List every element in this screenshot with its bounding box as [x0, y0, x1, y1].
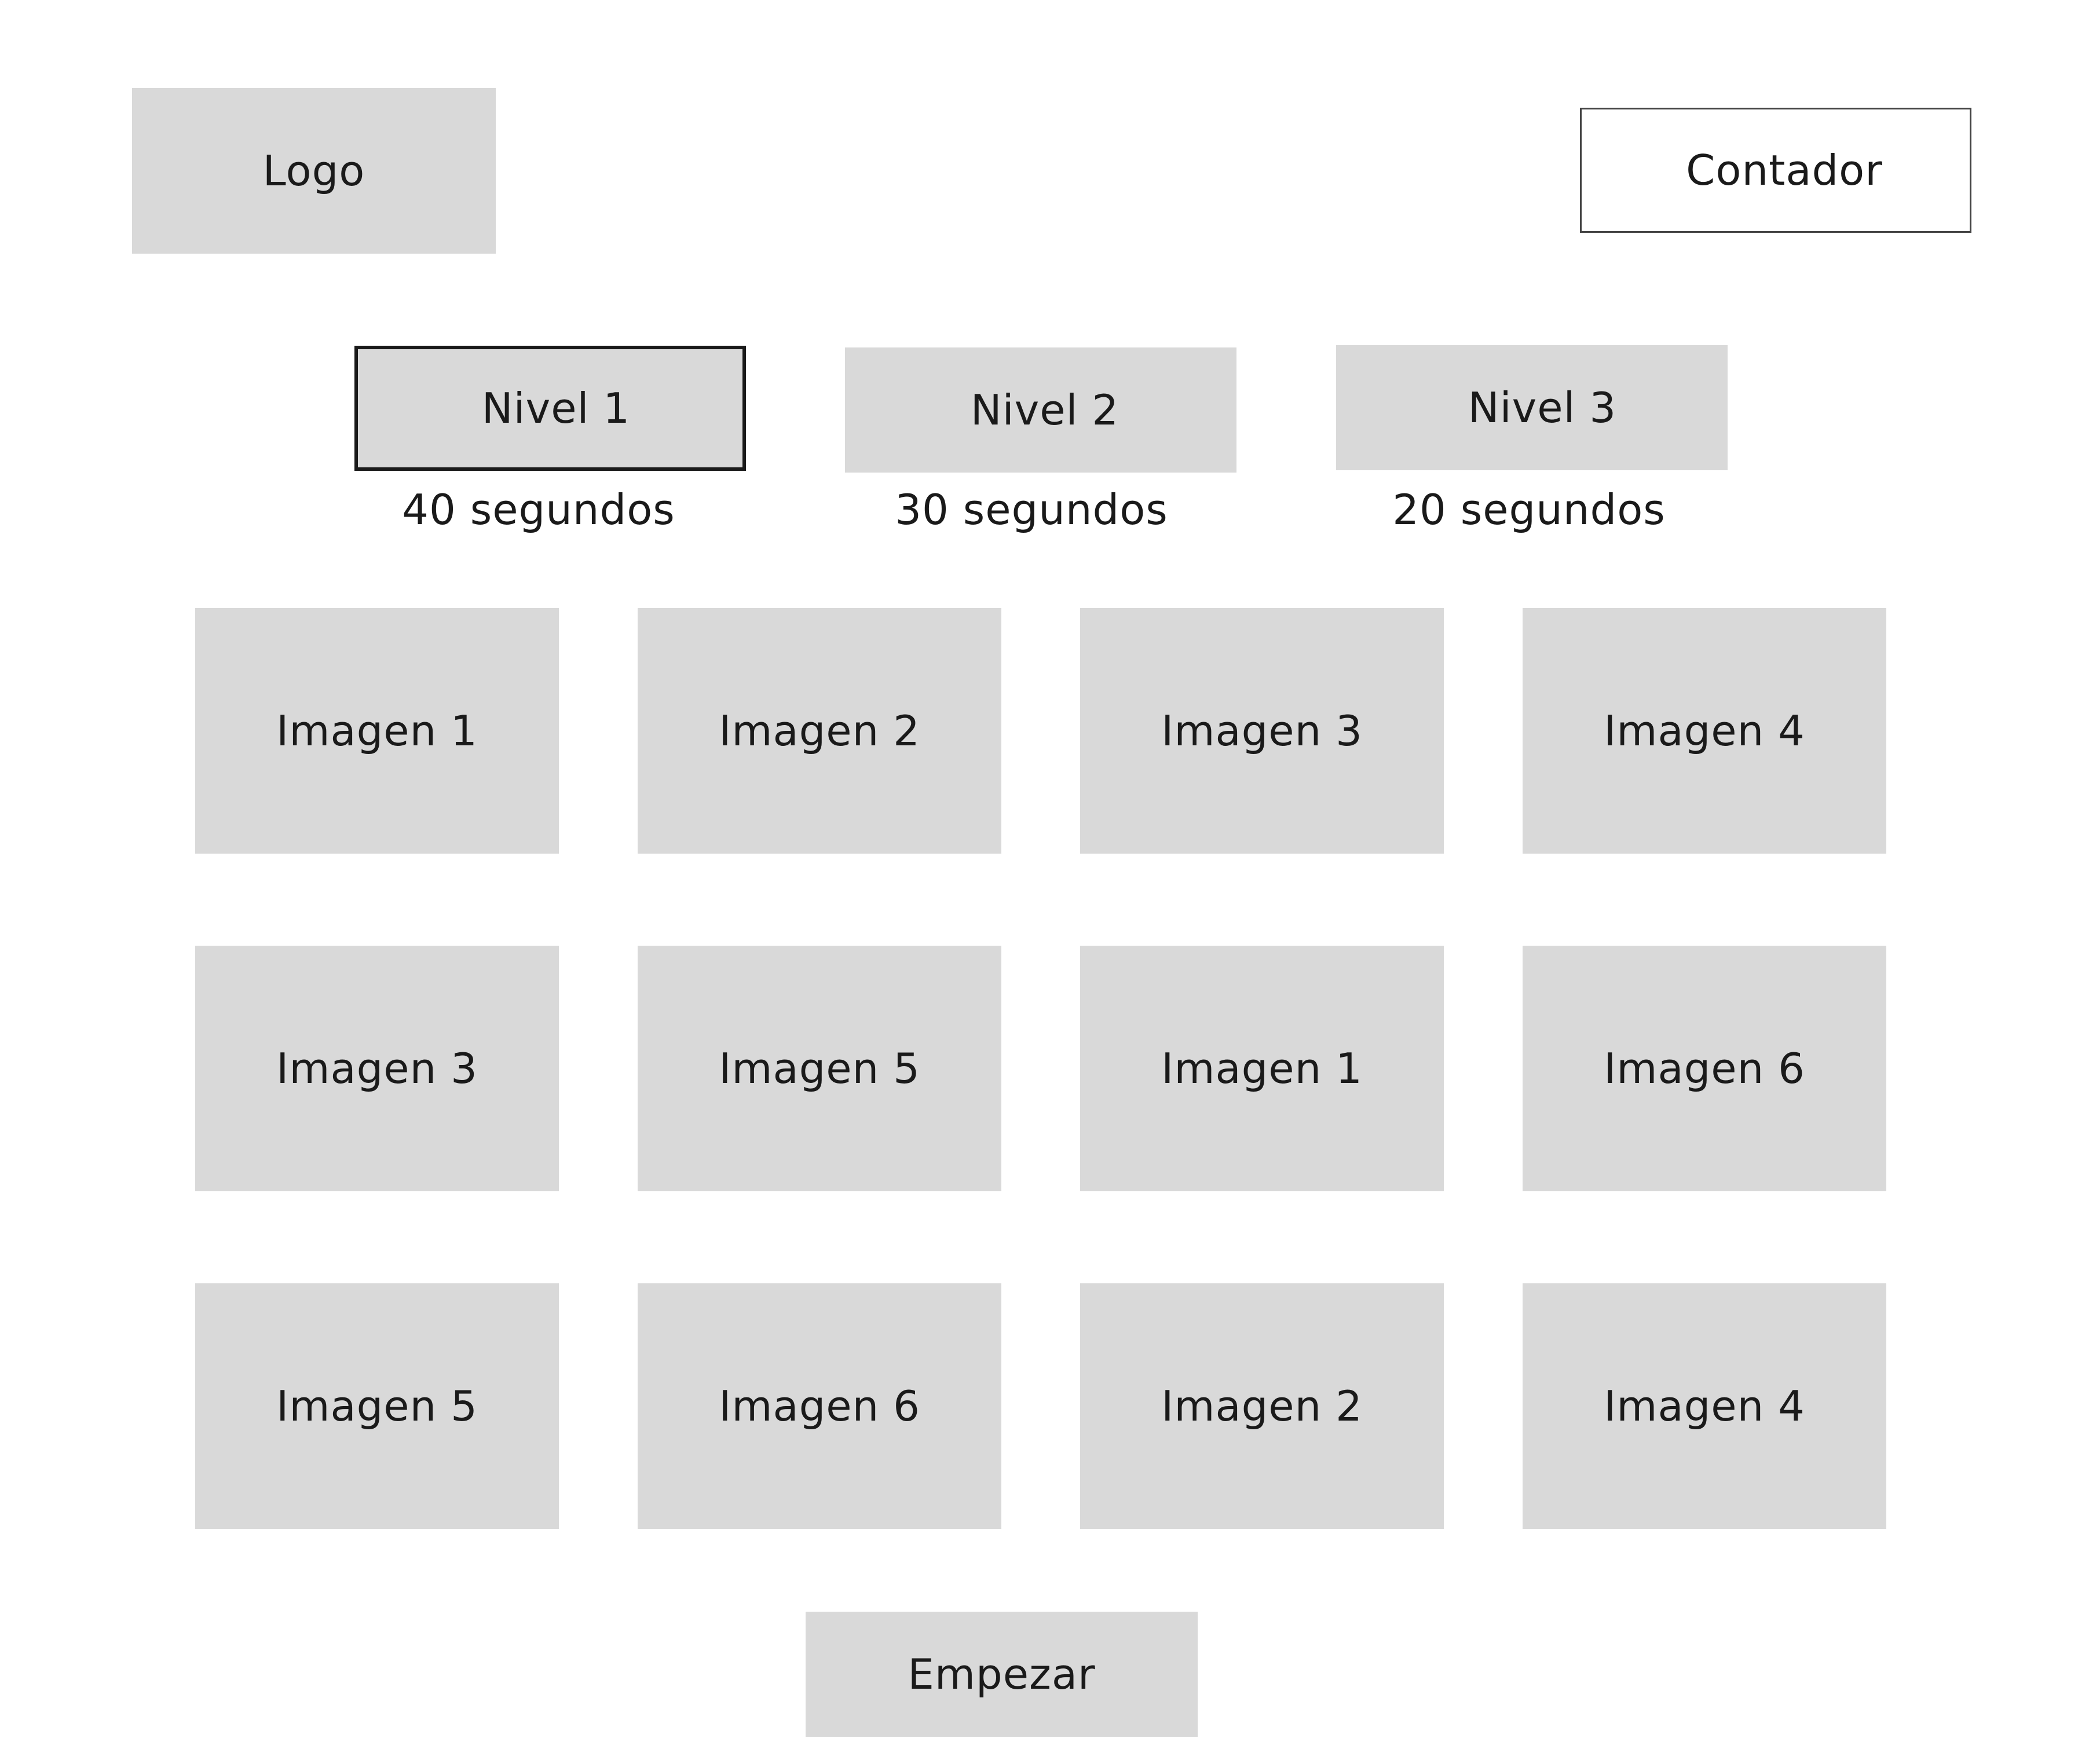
level-2-button[interactable]: Nivel 2 [845, 347, 1236, 473]
counter-display: Contador [1580, 108, 1971, 233]
image-tile[interactable]: Imagen 2 [638, 608, 1001, 854]
level-2-time-label: 30 segundos [895, 485, 1168, 534]
image-tile[interactable]: Imagen 2 [1080, 1283, 1444, 1529]
image-tile[interactable]: Imagen 6 [1523, 946, 1886, 1191]
image-tile[interactable]: Imagen 4 [1523, 608, 1886, 854]
image-tile[interactable]: Imagen 4 [1523, 1283, 1886, 1529]
logo: Logo [132, 88, 496, 254]
start-button[interactable]: Empezar [806, 1612, 1198, 1737]
level-3-button[interactable]: Nivel 3 [1336, 345, 1728, 470]
image-tile[interactable]: Imagen 3 [1080, 608, 1444, 854]
level-1-time-label: 40 segundos [402, 485, 675, 534]
image-tile[interactable]: Imagen 1 [195, 608, 559, 854]
level-1-button[interactable]: Nivel 1 [354, 346, 746, 471]
level-3-time-label: 20 segundos [1392, 485, 1666, 534]
image-tile[interactable]: Imagen 5 [195, 1283, 559, 1529]
image-tile[interactable]: Imagen 3 [195, 946, 559, 1191]
image-tile[interactable]: Imagen 6 [638, 1283, 1001, 1529]
image-tile[interactable]: Imagen 5 [638, 946, 1001, 1191]
image-tile[interactable]: Imagen 1 [1080, 946, 1444, 1191]
